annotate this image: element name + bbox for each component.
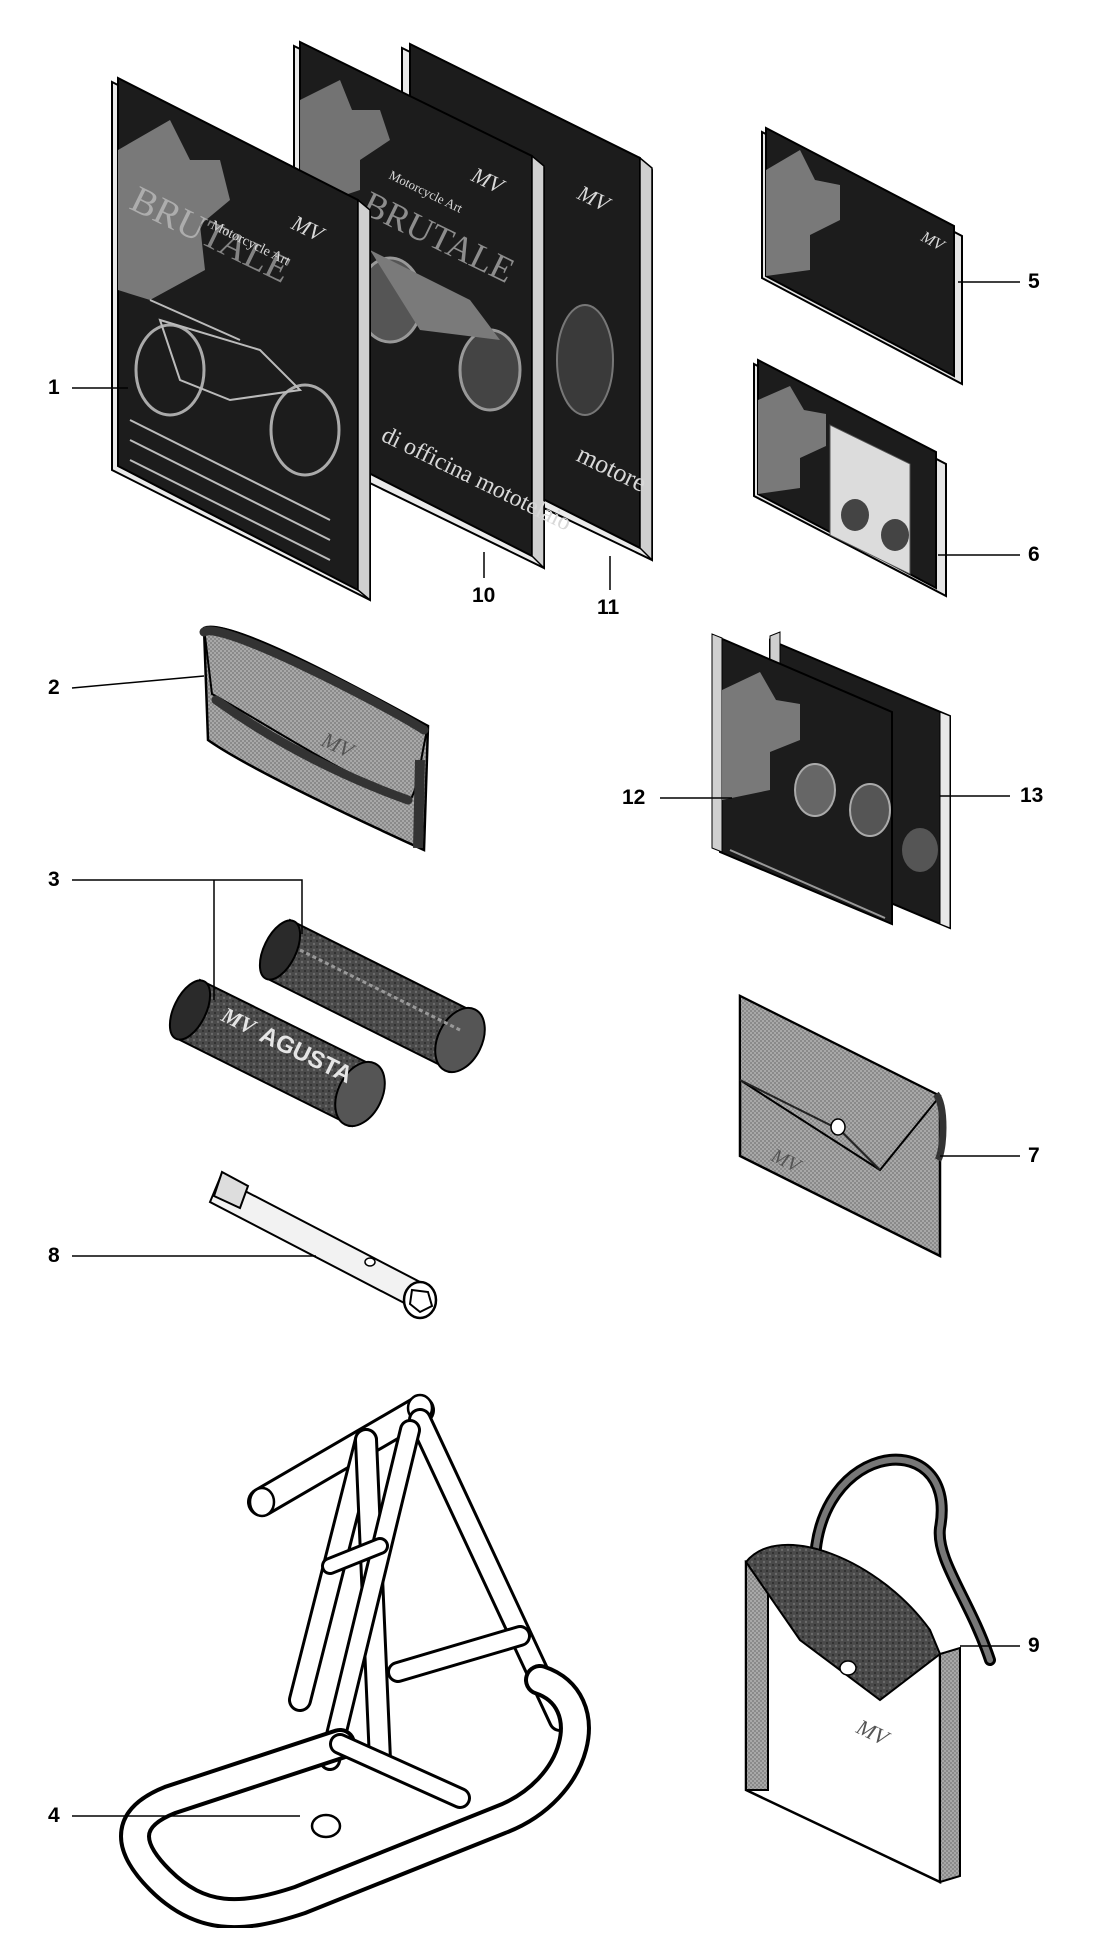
callout-5: 5 (1028, 270, 1040, 293)
callout-9: 9 (1028, 1634, 1040, 1657)
bag-9: MV (744, 1453, 996, 1884)
manual-1-motorcycle-image (134, 299, 341, 477)
manual-10-motorcycle-image (356, 250, 522, 412)
callout-1: 1 (48, 376, 60, 399)
callout-2: 2 (48, 676, 60, 699)
callout-10: 10 (472, 584, 496, 607)
callout-13: 13 (1020, 784, 1044, 807)
booklet-5: MV (761, 126, 963, 386)
callout-12: 12 (622, 786, 646, 809)
leader-lines (71, 281, 1020, 1817)
leader-3 (72, 879, 303, 1000)
leader-2 (71, 675, 205, 689)
manual-11-engine-image (556, 304, 614, 416)
cd-case-12 (711, 633, 893, 926)
pouch-2: MV (199, 625, 430, 852)
booklet-6 (753, 358, 947, 598)
callout-6: 6 (1028, 543, 1040, 566)
grip-rear (258, 918, 486, 1074)
grips-3: MV AGUSTA (168, 918, 486, 1128)
callout-8: 8 (48, 1244, 60, 1267)
callout-7: 7 (1028, 1144, 1040, 1167)
manual-1: Motorcycle Art MV BRUTALE (111, 76, 371, 602)
paddock-stand-4 (119, 1393, 591, 1930)
callout-4: 4 (48, 1804, 60, 1827)
callout-3: 3 (48, 868, 60, 891)
spark-plug-wrench-8 (208, 1170, 438, 1320)
folder-7: MV (738, 993, 947, 1259)
callout-11: 11 (597, 596, 620, 619)
